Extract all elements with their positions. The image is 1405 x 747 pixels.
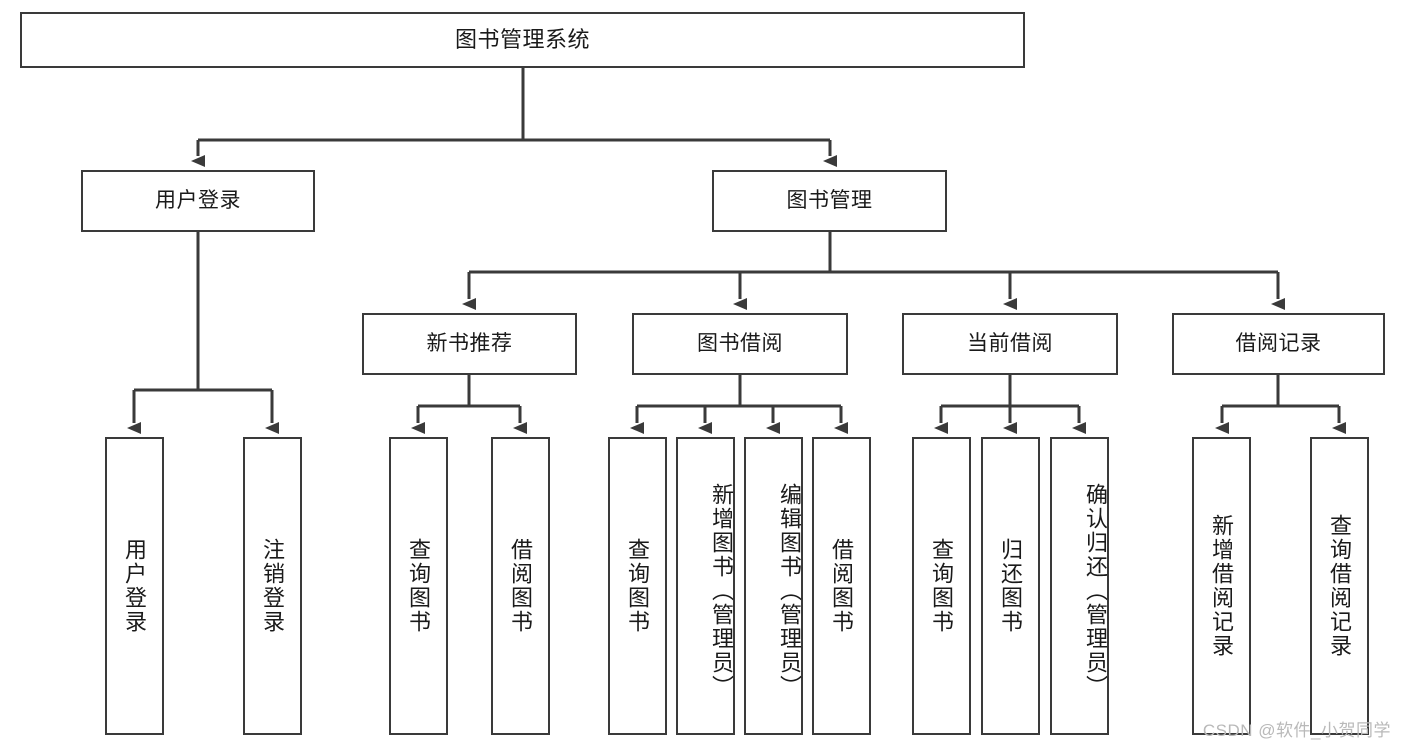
leaf-new-book-query[interactable]: 查询图书 bbox=[389, 437, 448, 735]
node-label: 当前借阅 bbox=[967, 332, 1053, 356]
node-label: 注销登录 bbox=[260, 538, 286, 634]
node-user-login[interactable]: 用户登录 bbox=[81, 170, 315, 232]
leaf-current-borrow-query[interactable]: 查询图书 bbox=[912, 437, 971, 735]
node-current-borrow[interactable]: 当前借阅 bbox=[902, 313, 1118, 375]
leaf-current-borrow-return[interactable]: 归还图书 bbox=[981, 437, 1040, 735]
leaf-book-borrow-query[interactable]: 查询图书 bbox=[608, 437, 667, 735]
node-label: 新增图书（管理员） bbox=[709, 483, 734, 699]
leaf-borrow-record-add[interactable]: 新增借阅记录 bbox=[1192, 437, 1251, 735]
node-label: 新增借阅记录 bbox=[1209, 514, 1235, 658]
node-label: 查询图书 bbox=[625, 538, 651, 634]
node-label: 借阅记录 bbox=[1235, 332, 1322, 356]
node-label: 图书管理 bbox=[786, 189, 873, 213]
node-label: 用户登录 bbox=[155, 189, 241, 213]
leaf-book-borrow-edit[interactable]: 编辑图书（管理员） bbox=[744, 437, 803, 735]
node-book-borrow[interactable]: 图书借阅 bbox=[632, 313, 848, 375]
node-label: 归还图书 bbox=[998, 538, 1024, 634]
node-label: 编辑图书（管理员） bbox=[777, 483, 802, 699]
leaf-current-borrow-confirm-return[interactable]: 确认归还（管理员） bbox=[1050, 437, 1109, 735]
leaf-user-login-signout[interactable]: 注销登录 bbox=[243, 437, 302, 735]
leaf-book-borrow-add[interactable]: 新增图书（管理员） bbox=[676, 437, 735, 735]
node-label: 用户登录 bbox=[122, 538, 148, 634]
node-label: 图书管理系统 bbox=[454, 26, 590, 52]
leaf-new-book-borrow[interactable]: 借阅图书 bbox=[491, 437, 550, 735]
node-root-system[interactable]: 图书管理系统 bbox=[20, 12, 1025, 68]
watermark-text: CSDN @软件_小贺同学 bbox=[1202, 721, 1391, 740]
leaf-borrow-record-query[interactable]: 查询借阅记录 bbox=[1310, 437, 1369, 735]
node-label: 新书推荐 bbox=[426, 332, 513, 356]
node-borrow-record[interactable]: 借阅记录 bbox=[1172, 313, 1385, 375]
node-label: 确认归还（管理员） bbox=[1083, 483, 1108, 699]
node-label: 借阅图书 bbox=[508, 538, 534, 634]
node-label: 查询图书 bbox=[406, 538, 432, 634]
node-book-management[interactable]: 图书管理 bbox=[712, 170, 947, 232]
node-label: 图书借阅 bbox=[697, 332, 783, 356]
node-label: 借阅图书 bbox=[829, 538, 855, 634]
node-new-book-recommend[interactable]: 新书推荐 bbox=[362, 313, 577, 375]
leaf-user-login-signin[interactable]: 用户登录 bbox=[105, 437, 164, 735]
node-label: 查询借阅记录 bbox=[1327, 514, 1353, 658]
leaf-book-borrow-lend[interactable]: 借阅图书 bbox=[812, 437, 871, 735]
node-label: 查询图书 bbox=[929, 538, 955, 634]
